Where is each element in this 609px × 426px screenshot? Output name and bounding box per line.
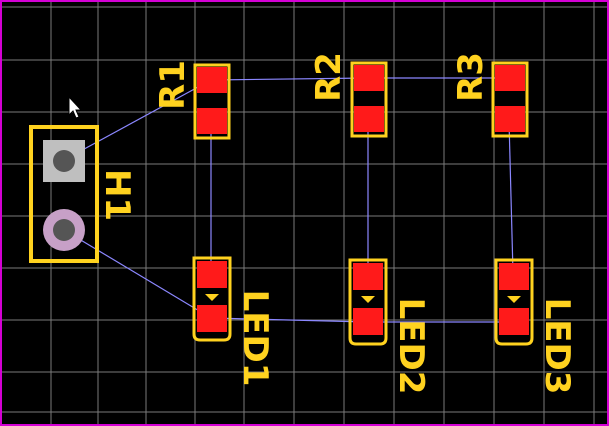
led3-outline — [494, 258, 534, 346]
r3-designator: R3 — [451, 52, 491, 102]
led2-pad-1[interactable] — [353, 263, 383, 290]
r2-pad-1[interactable] — [354, 65, 384, 91]
h1-silkscreen — [29, 125, 99, 263]
led3-pad-2[interactable] — [499, 308, 529, 335]
r2-pad-2[interactable] — [354, 106, 384, 132]
r2-outline — [350, 61, 388, 138]
led3-polarity-icon — [507, 296, 521, 303]
led-led3[interactable]: LED3 — [494, 258, 577, 395]
led3-pad-1[interactable] — [499, 263, 529, 290]
r3-outline — [491, 61, 529, 138]
resistor-r1[interactable]: R1 — [153, 60, 231, 140]
resistor-r3[interactable]: R3 — [451, 52, 529, 138]
h1-hole-1 — [53, 150, 75, 172]
led1-pad-1[interactable] — [197, 261, 227, 288]
h1-hole-2 — [53, 219, 75, 241]
r1-pad-1[interactable] — [197, 67, 227, 93]
r2-designator: R2 — [309, 52, 349, 102]
led2-outline — [348, 258, 388, 346]
h1-designator: H1 — [97, 169, 137, 221]
ratsnest — [63, 77, 514, 323]
led-led2[interactable]: LED2 — [348, 258, 431, 395]
led1-designator: LED1 — [235, 290, 275, 387]
r3-pad-2[interactable] — [495, 106, 525, 132]
resistor-r2[interactable]: R2 — [309, 52, 388, 138]
arrow-pointer-icon — [68, 95, 83, 119]
r1-outline — [193, 63, 231, 140]
led3-designator: LED3 — [537, 298, 577, 395]
led1-polarity-icon — [205, 294, 219, 301]
led-led1[interactable]: LED1 — [192, 256, 275, 387]
led1-pad-2[interactable] — [197, 305, 227, 332]
led2-polarity-icon — [361, 296, 375, 303]
connector-h1[interactable]: H1 — [29, 125, 137, 263]
led2-pad-2[interactable] — [353, 308, 383, 335]
led2-designator: LED2 — [391, 298, 431, 395]
r3-pad-1[interactable] — [495, 65, 525, 91]
led1-outline — [192, 256, 232, 342]
r1-designator: R1 — [153, 60, 193, 110]
r1-pad-2[interactable] — [197, 108, 227, 134]
